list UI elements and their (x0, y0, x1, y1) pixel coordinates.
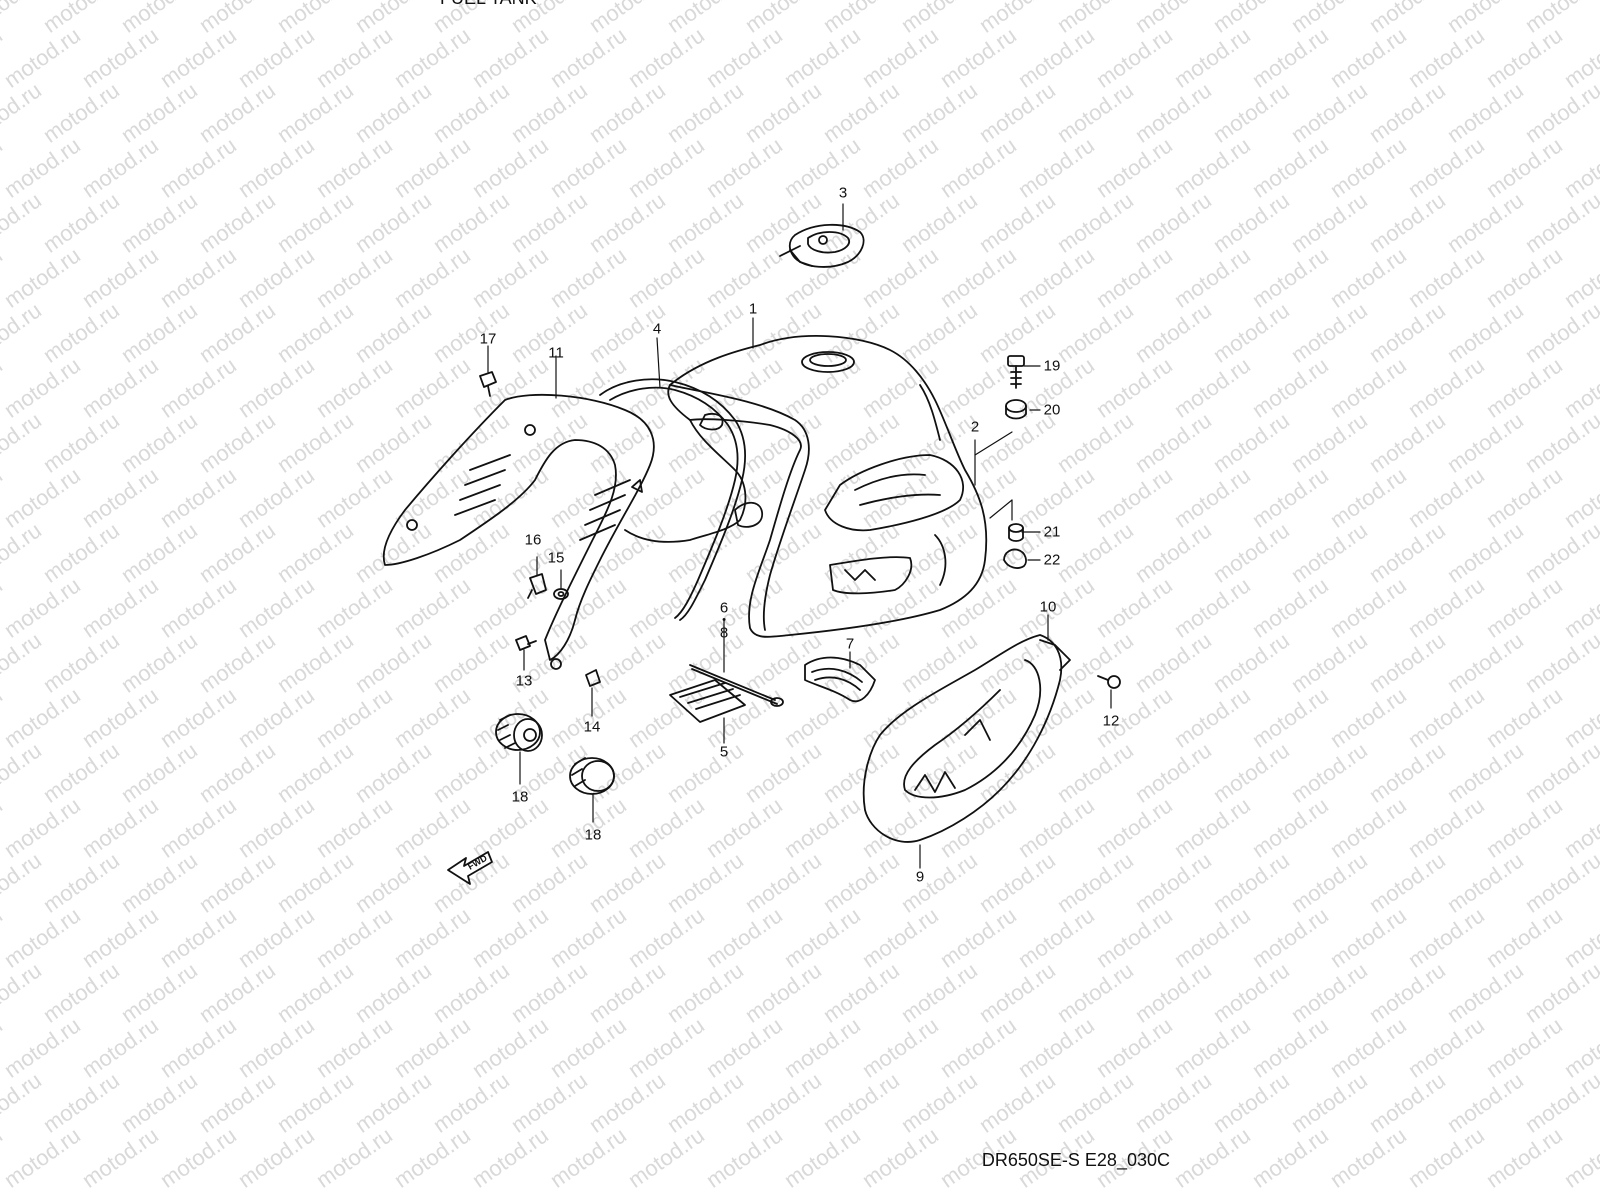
callout-15: 15 (547, 549, 565, 567)
forward-direction-arrow (448, 852, 492, 884)
callout-5: 5 (719, 743, 729, 761)
callout-6: 6 (719, 599, 729, 617)
bolt-17 (480, 372, 496, 396)
cushion-21 (1009, 524, 1023, 541)
bolt-12 (1098, 676, 1120, 688)
washer-15 (554, 589, 568, 599)
callout-8: 8 (719, 624, 729, 642)
collar-20 (1006, 400, 1026, 419)
damper-pad-7 (805, 658, 875, 702)
callout-19: 19 (1043, 357, 1061, 375)
callout-9: 9 (915, 868, 925, 886)
callout-3: 3 (838, 184, 848, 202)
drawing-code: DR650SE-S E28_030C (981, 1150, 1170, 1170)
callout-22: 22 (1043, 551, 1061, 569)
bolt-19 (1008, 356, 1024, 388)
tank-trim-rail (600, 379, 809, 630)
callout-14: 14 (583, 718, 601, 736)
callout-13: 13 (515, 672, 533, 690)
callout-16: 16 (524, 531, 542, 549)
side-cover-right (864, 635, 1070, 842)
callout-4: 4 (652, 320, 662, 338)
diagram-header: FUEL TANK (440, 0, 537, 9)
callout-1: 1 (748, 300, 758, 318)
callout-18b: 18 (584, 826, 602, 844)
callout-17: 17 (479, 330, 497, 348)
callout-6-dot: • (722, 614, 726, 626)
callout-7: 7 (845, 635, 855, 653)
clip-16 (528, 574, 546, 598)
callout-12: 12 (1102, 712, 1120, 730)
cushion-22 (1004, 549, 1026, 568)
bolt-13 (516, 636, 536, 650)
callout-11: 11 (548, 344, 564, 362)
side-cover-left (384, 395, 654, 669)
callout-2: 2 (970, 418, 980, 436)
callout-21: 21 (1043, 523, 1061, 541)
grommet-18-a (496, 714, 542, 751)
callout-18a: 18 (511, 788, 529, 806)
leader-lines (488, 204, 1111, 868)
fuel-tank (625, 336, 986, 637)
nut-14 (586, 670, 600, 686)
fuel-cap (780, 225, 864, 267)
callout-20: 20 (1043, 401, 1061, 419)
grommet-18-b (570, 758, 614, 794)
damper-pad-5 (670, 680, 745, 722)
callout-10: 10 (1039, 598, 1057, 616)
strap (690, 665, 783, 706)
